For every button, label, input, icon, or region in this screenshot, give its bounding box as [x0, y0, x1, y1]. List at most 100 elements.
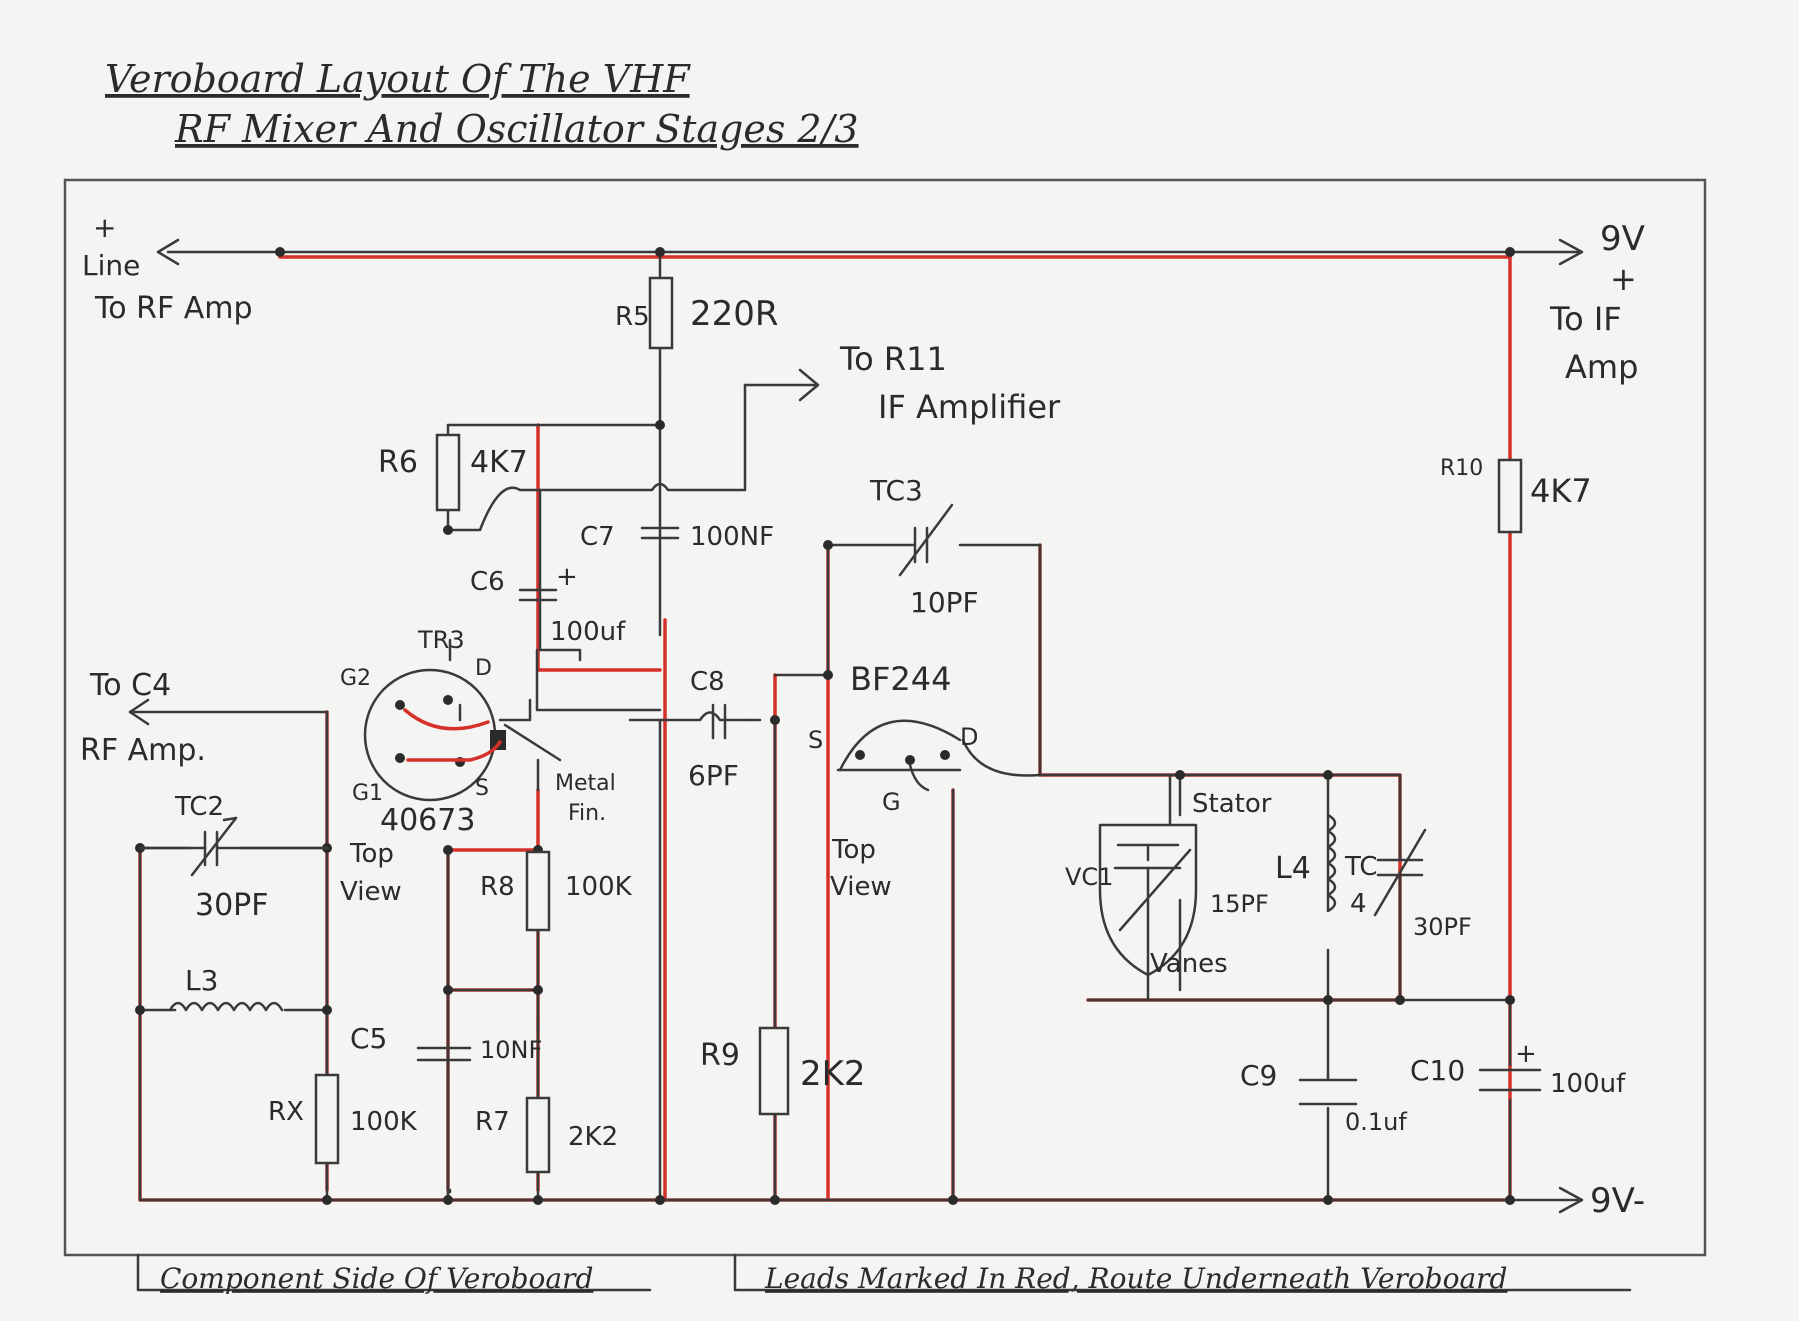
c8-value: 6PF	[688, 759, 739, 792]
c5-value: 10NF	[480, 1036, 542, 1064]
c5-label: C5	[350, 1022, 387, 1055]
r7-value: 2K2	[568, 1122, 618, 1152]
title-line-2: RF Mixer And Oscillator Stages 2/3	[174, 107, 859, 151]
c9-value: 0.1uf	[1345, 1108, 1407, 1136]
to-if-label: To IF	[1549, 300, 1622, 338]
r6-value: 4K7	[470, 445, 528, 480]
tc3-value: 10PF	[910, 586, 979, 619]
tc4-label-b: 4	[1350, 889, 1367, 919]
inductor-l4	[1326, 813, 1337, 913]
vc1-value: 15PF	[1210, 890, 1269, 918]
vanes-label: Vanes	[1150, 949, 1228, 979]
rx-label: RX	[268, 1097, 304, 1127]
trimmer-capacitor-tc3	[898, 503, 954, 577]
veroboard-outline	[63, 178, 1707, 1257]
transistor-bf244	[836, 719, 962, 792]
resistor-r9	[758, 1026, 790, 1116]
tc4-value: 30PF	[1413, 913, 1472, 941]
r5-value: 220R	[690, 294, 779, 334]
transistor-tr3	[363, 668, 562, 802]
tr3-top-view-1: Top	[349, 839, 394, 869]
footer-left: Component Side Of Veroboard	[160, 1262, 593, 1295]
resistor-rx	[314, 1073, 340, 1165]
to-c4-label: To C4	[89, 668, 171, 703]
metal-fin-label-1: Metal	[555, 771, 616, 796]
r10-value: 4K7	[1530, 472, 1592, 510]
inductor-l3	[168, 1001, 284, 1012]
c6-label: C6	[470, 567, 505, 597]
resistor-r7	[525, 1096, 551, 1174]
svg-text:+: +	[1515, 1039, 1537, 1069]
c10-value: 100uf	[1550, 1069, 1626, 1099]
trimmer-capacitor-tc4	[1373, 828, 1427, 917]
c8-label: C8	[690, 667, 725, 697]
c6-value: 100uf	[550, 617, 626, 647]
tr3-pin-d: D	[475, 656, 492, 681]
capacitor-c9	[1298, 1073, 1358, 1106]
r7-label: R7	[475, 1107, 510, 1137]
r5-label: R5	[615, 302, 650, 332]
resistor-r6	[435, 433, 461, 512]
if-amplifier-label: IF Amplifier	[878, 388, 1061, 426]
component-wiring	[128, 238, 1584, 1214]
line-plus: +	[93, 211, 116, 244]
bf244-label: BF244	[850, 660, 951, 698]
capacitor-c6: +	[518, 562, 578, 602]
r6-label: R6	[378, 445, 418, 480]
vc1-label: VC1	[1065, 863, 1113, 891]
c7-label: C7	[580, 522, 615, 552]
nine-v-minus-label: 9V-	[1590, 1181, 1645, 1221]
tc3-label: TC3	[869, 474, 923, 507]
metal-fin	[490, 730, 506, 750]
nine-v-plus-label: 9V	[1600, 219, 1645, 259]
title-line-1: Veroboard Layout Of The VHF	[105, 57, 691, 101]
r9-label: R9	[700, 1038, 740, 1073]
rf-amp-label: RF Amp.	[80, 733, 206, 768]
bf244-pin-s: S	[808, 726, 823, 754]
l4-label: L4	[1275, 851, 1311, 886]
resistor-r8	[525, 850, 551, 932]
resistor-r5	[648, 276, 674, 350]
tr3-pin-g1: G1	[352, 781, 383, 806]
r10-label: R10	[1440, 456, 1483, 481]
capacitor-c7	[640, 526, 680, 540]
labels: + Line To RF Amp 9V + To IF Amp To R11 I…	[80, 211, 1645, 1221]
tr3-pin-g2: G2	[340, 666, 371, 691]
bf244-top-view-2: View	[830, 872, 892, 902]
stator-label: Stator	[1192, 789, 1272, 819]
footer-right: Leads Marked In Red, Route Underneath Ve…	[764, 1262, 1507, 1295]
tc2-value: 30PF	[195, 888, 269, 923]
c9-label: C9	[1240, 1059, 1277, 1092]
variable-capacitor-vc1	[1098, 773, 1198, 1002]
capacitor-c8	[711, 703, 727, 740]
l3-label: L3	[185, 964, 218, 997]
bf244-pin-g: G	[882, 788, 901, 816]
to-r11-label: To R11	[839, 340, 947, 378]
r8-value: 100K	[565, 872, 633, 902]
footer-notes: Component Side Of Veroboard Leads Marked…	[136, 1253, 1632, 1295]
rx-value: 100K	[350, 1107, 418, 1137]
line-label: Line	[82, 249, 140, 282]
resistor-r10	[1497, 458, 1523, 534]
nine-v-plus-sign: +	[1610, 260, 1637, 298]
tr3-part: 40673	[380, 803, 475, 838]
tc2-label: TC2	[174, 792, 224, 822]
to-rf-amp-label: To RF Amp	[94, 291, 253, 326]
capacitor-c5	[416, 1046, 472, 1062]
r9-value: 2K2	[800, 1054, 866, 1094]
bf244-pin-d: D	[960, 723, 978, 751]
metal-fin-label-2: Fin.	[568, 801, 606, 826]
tr3-pin-s: S	[475, 776, 489, 801]
capacitor-c10: +	[1478, 1039, 1542, 1092]
tr3-top-view-2: View	[340, 877, 402, 907]
trimmer-capacitor-tc2	[138, 816, 329, 877]
c10-label: C10	[1410, 1054, 1465, 1087]
svg-text:+: +	[556, 562, 578, 592]
amp-label: Amp	[1565, 348, 1638, 386]
tc4-label-a: TC	[1344, 852, 1378, 882]
r8-label: R8	[480, 872, 515, 902]
tr3-label: TR3	[417, 626, 465, 654]
bf244-top-view-1: Top	[831, 835, 876, 865]
c7-value: 100NF	[690, 522, 774, 552]
